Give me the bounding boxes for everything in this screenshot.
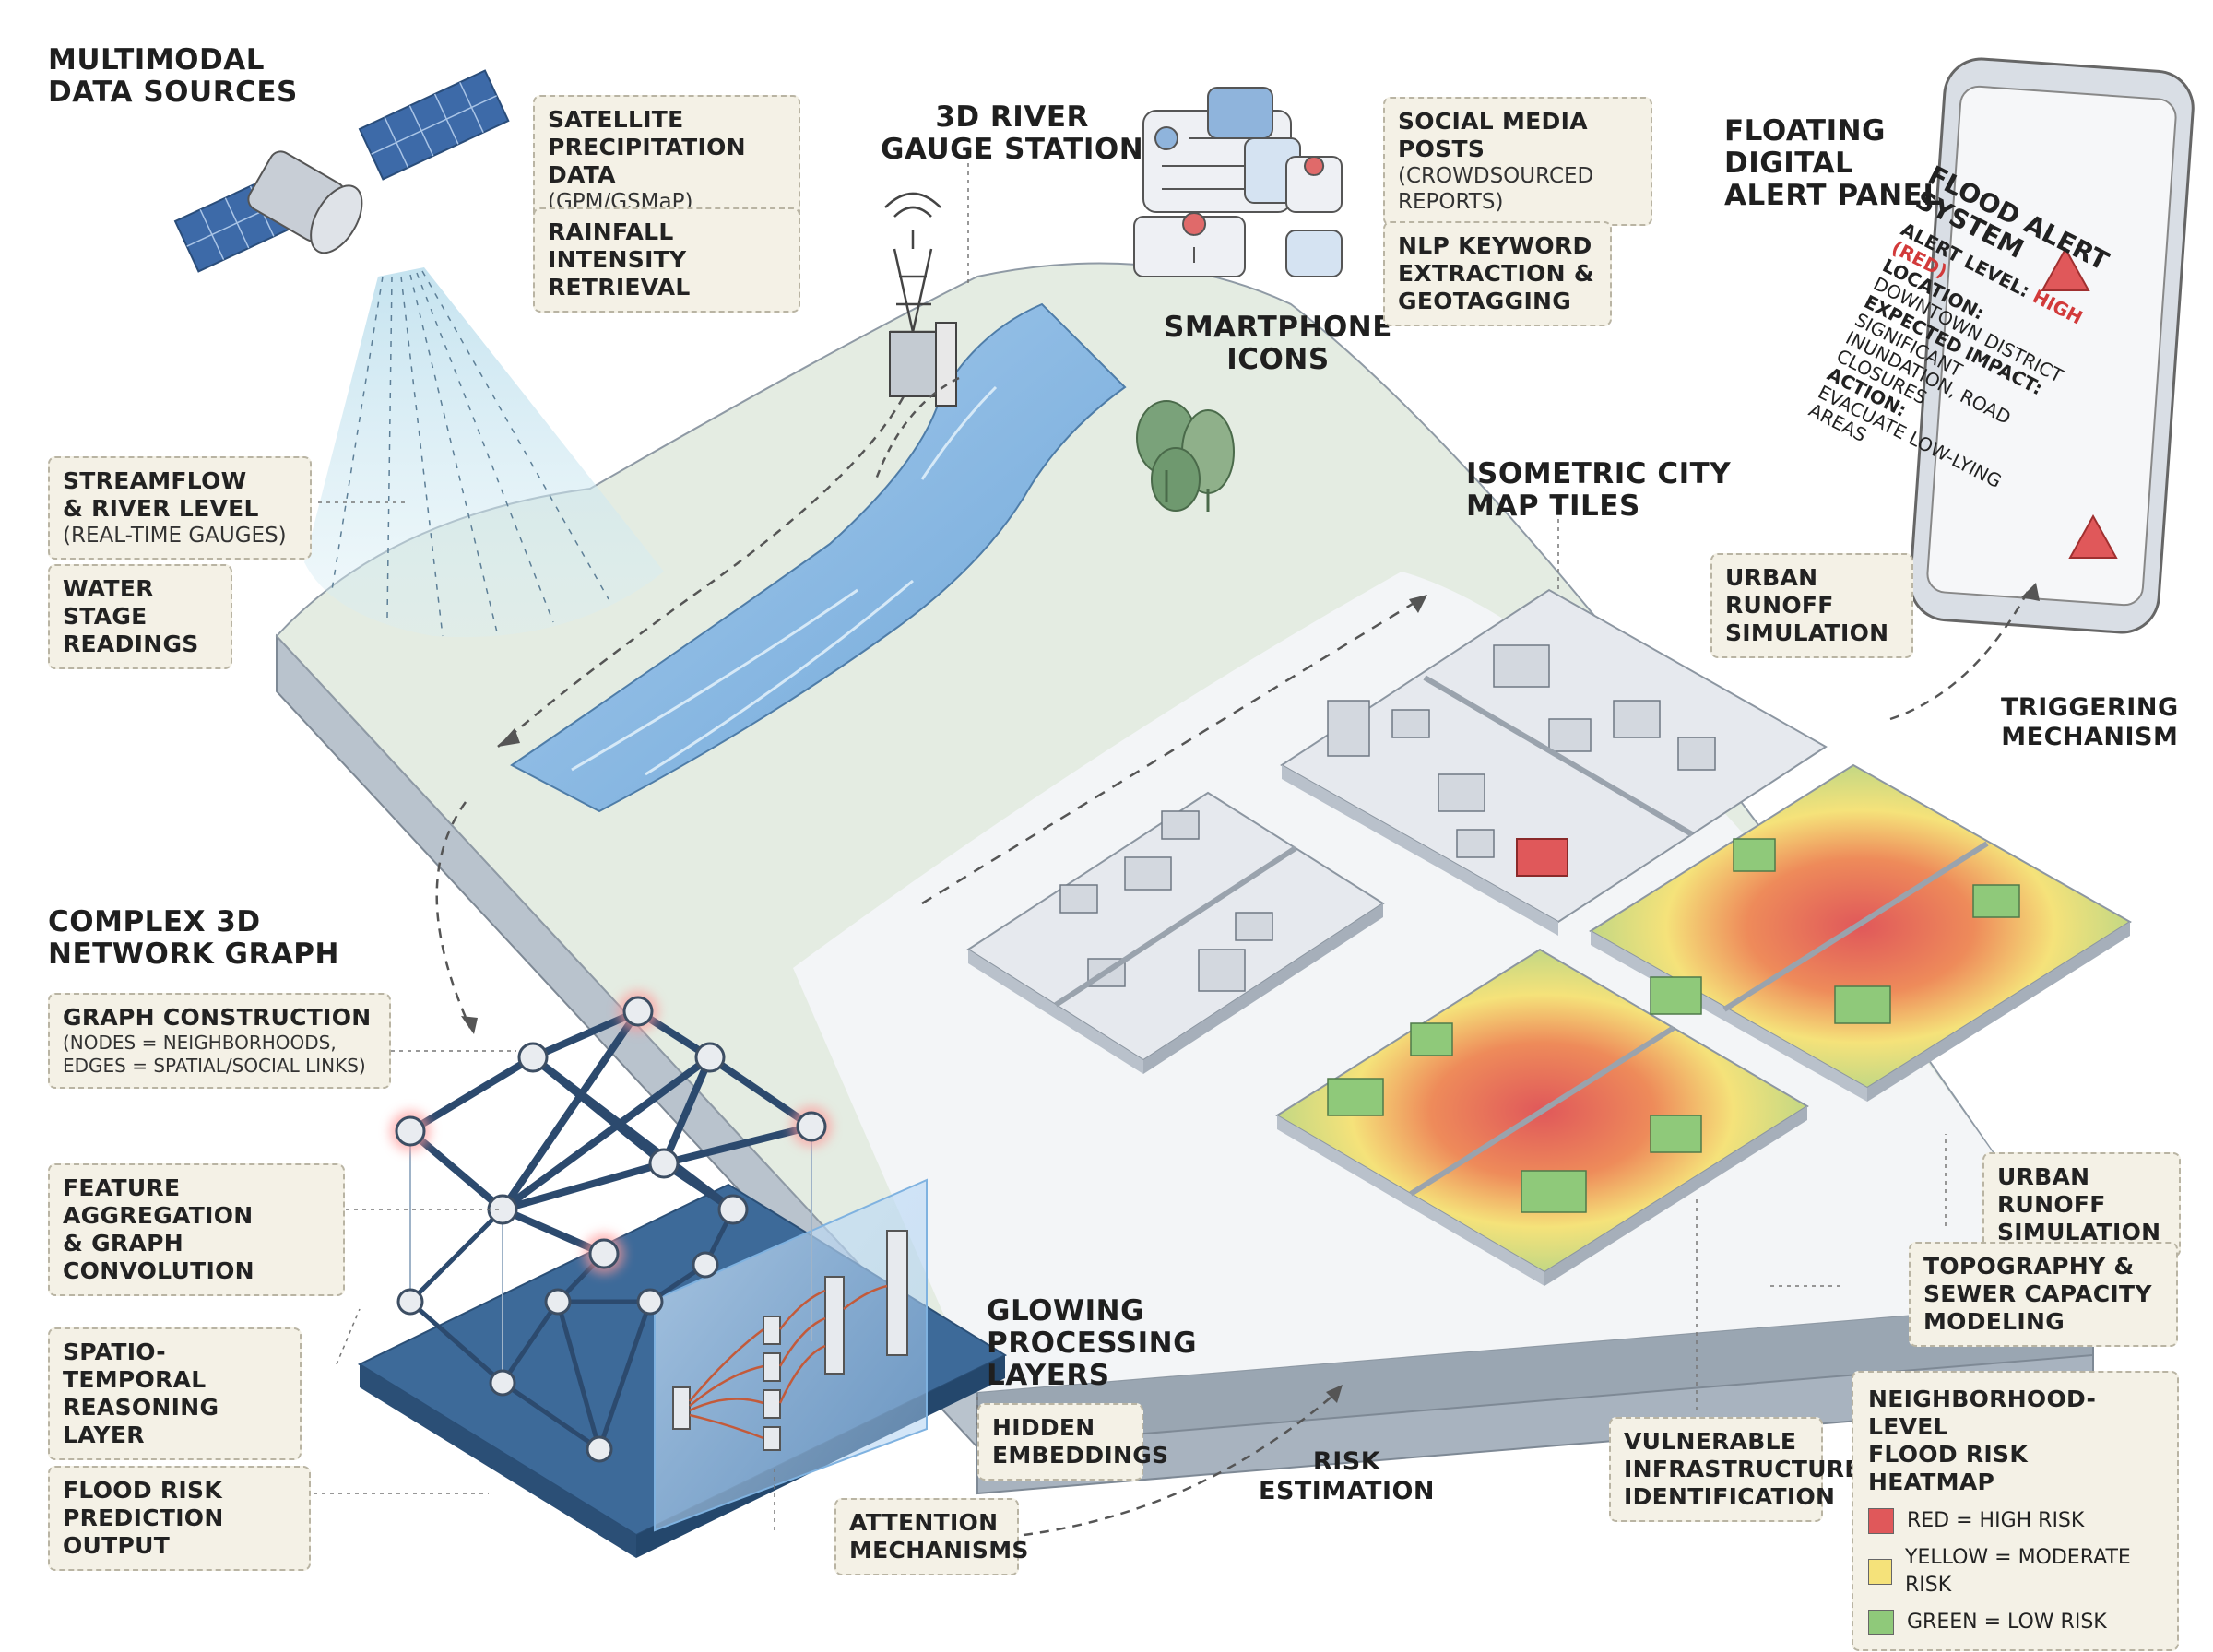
heading-complex-network-graph: COMPLEX 3D NETWORK GRAPH bbox=[48, 905, 339, 971]
heading-multimodal-data-sources: MULTIMODAL DATA SOURCES bbox=[48, 43, 298, 109]
label-graph-construction: GRAPH CONSTRUCTION (NODES = NEIGHBORHOOD… bbox=[48, 993, 391, 1089]
label-streamflow-river-level: STREAMFLOW & RIVER LEVEL (REAL-TIME GAUG… bbox=[48, 456, 312, 560]
graph-nodes bbox=[395, 996, 827, 1463]
label-social-media-posts: SOCIAL MEDIA POSTS (CROWDSOURCED REPORTS… bbox=[1383, 97, 1652, 226]
legend-swatch-green bbox=[1868, 1610, 1894, 1635]
satellite-icon bbox=[173, 69, 510, 273]
attention-arrows bbox=[689, 1284, 888, 1440]
heading-floating-alert-panel: FLOATING DIGITAL ALERT PANEL bbox=[1724, 114, 1942, 212]
vulnerable-building bbox=[1516, 838, 1568, 877]
city-buildings bbox=[1059, 644, 1716, 992]
label-satellite-precipitation: SATELLITE PRECIPITATION DATA (GPM/GSMaP) bbox=[533, 95, 800, 226]
satellite-beam bbox=[304, 267, 664, 638]
legend-swatch-yellow bbox=[1868, 1559, 1893, 1585]
label-feature-aggregation: FEATURE AGGREGATION & GRAPH CONVOLUTION bbox=[48, 1163, 345, 1296]
legend-item-low: GREEN = LOW RISK bbox=[1868, 1609, 2162, 1636]
label-water-stage-readings: WATER STAGE READINGS bbox=[48, 564, 232, 669]
label-vulnerable-infrastructure: VULNERABLE INFRASTRUCTURE IDENTIFICATION bbox=[1609, 1417, 1860, 1522]
label-nlp-keyword-extraction: NLP KEYWORD EXTRACTION & GEOTAGGING bbox=[1383, 221, 1612, 326]
heading-glowing-processing-layers: GLOWING PROCESSING LAYERS bbox=[987, 1294, 1198, 1392]
heading-river-gauge-station: 3D RIVER GAUGE STATION bbox=[881, 100, 1144, 166]
social-media-icons bbox=[1133, 87, 1343, 277]
label-flood-risk-prediction-output: FLOOD RISK PREDICTION OUTPUT bbox=[48, 1466, 311, 1571]
processing-layer-bars bbox=[672, 1230, 908, 1451]
legend-item-moderate: YELLOW = MODERATE RISK bbox=[1868, 1544, 2162, 1599]
processing-glass-panel bbox=[654, 1178, 928, 1532]
river bbox=[510, 302, 1127, 813]
legend-swatch-red bbox=[1868, 1508, 1894, 1534]
heading-risk-estimation: RISK ESTIMATION bbox=[1259, 1447, 1436, 1505]
label-urban-runoff-top: URBAN RUNOFF SIMULATION bbox=[1710, 553, 1913, 658]
heatmap-legend: NEIGHBORHOOD-LEVEL FLOOD RISK HEATMAP RE… bbox=[1852, 1371, 2179, 1651]
smartphone-alert-device bbox=[1909, 57, 2195, 634]
network-graph bbox=[407, 1008, 815, 1257]
label-urban-runoff-right: URBAN RUNOFF SIMULATION bbox=[1982, 1152, 2181, 1257]
heading-isometric-city-map-tiles: ISOMETRIC CITY MAP TILES bbox=[1466, 457, 1732, 523]
label-hidden-embeddings: HIDDEN EMBEDDINGS bbox=[977, 1403, 1168, 1481]
heading-triggering-mechanism: TRIGGERING MECHANISM bbox=[2001, 693, 2179, 751]
label-rainfall-intensity: RAINFALL INTENSITY RETRIEVAL bbox=[533, 207, 800, 313]
heading-smartphone-icons: SMARTPHONE ICONS bbox=[1164, 311, 1392, 376]
terrain-city-ground bbox=[793, 572, 2093, 1392]
label-attention-mechanisms: ATTENTION MECHANISMS bbox=[834, 1498, 1028, 1575]
heatmap-buildings bbox=[1327, 838, 2020, 1213]
tree-icons bbox=[1136, 400, 1235, 512]
label-topography-sewer-capacity: TOPOGRAPHY & SEWER CAPACITY MODELING bbox=[1909, 1242, 2178, 1347]
label-spatio-temporal-reasoning: SPATIO-TEMPORAL REASONING LAYER bbox=[48, 1328, 302, 1460]
legend-item-high: RED = HIGH RISK bbox=[1868, 1507, 2162, 1535]
